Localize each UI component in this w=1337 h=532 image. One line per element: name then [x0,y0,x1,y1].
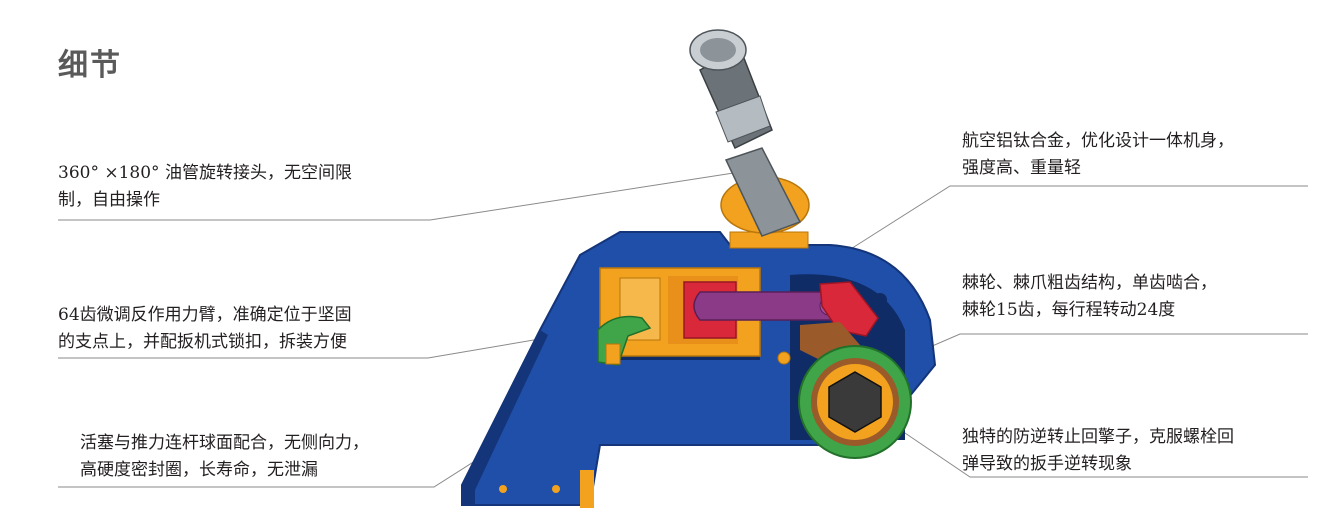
callout-line: 高硬度密封圈，长寿命，无泄漏 [80,460,318,480]
hose-nut [715,95,771,143]
body-foot [580,470,594,508]
coupler-grip [700,38,736,62]
callout-line: 活塞与推力连杆球面配合，无侧向力， [80,433,369,453]
body-edge [462,330,548,505]
leader-alloy-body [845,185,1308,253]
callout-reaction-arm: 64齿微调反作用力臂，准确定位于坚固 的支点上，并配扳机式锁扣，拆装方便 [58,302,352,356]
callout-line: 64齿微调反作用力臂，准确定位于坚固 [58,305,352,325]
callout-line: 360° ×180° 油管旋转接头，无空间限 [58,163,352,183]
callout-line: 弹导致的扳手逆转现象 [962,454,1132,474]
callout-ratchet: 棘轮、棘爪粗齿结构，单齿啮合， 棘轮15齿，每行程转动24度 [962,270,1217,324]
callout-line: 棘轮、棘爪粗齿结构，单齿啮合， [962,273,1217,293]
hex-socket [828,371,882,433]
callout-line: 棘轮15齿，每行程转动24度 [962,300,1176,320]
link-rod [693,291,839,321]
page-title: 细节 [58,48,122,83]
callout-swivel-joint: 360° ×180° 油管旋转接头，无空间限 制，自由操作 [58,160,352,214]
ratchet-gear [798,345,912,459]
swivel-elbow [724,147,802,237]
callout-line: 的支点上，并配扳机式锁扣，拆装方便 [58,332,347,352]
callout-anti-reverse: 独特的防逆转止回擎子，克服螺栓回 弹导致的扳手逆转现象 [962,424,1234,478]
mount-hole [552,485,560,493]
callout-line: 制，自由操作 [58,190,160,210]
anti-reverse-pawl [777,351,791,365]
swivel-base [729,231,809,249]
callout-piston: 活塞与推力连杆球面配合，无侧向力， 高硬度密封圈，长寿命，无泄漏 [80,430,369,484]
leader-swivel [58,171,741,221]
callout-line: 强度高、重量轻 [962,158,1081,178]
lock-spring [605,343,621,365]
callout-line: 航空铝钛合金，优化设计一体机身， [962,131,1234,151]
mount-hole [499,485,507,493]
leader-ratchet [885,333,1308,367]
swivel-joint [689,29,810,249]
callout-alloy-body: 航空铝钛合金，优化设计一体机身， 强度高、重量轻 [962,128,1234,182]
callout-line: 独特的防逆转止回擎子，克服螺栓回 [962,427,1234,447]
push-link [693,291,839,321]
